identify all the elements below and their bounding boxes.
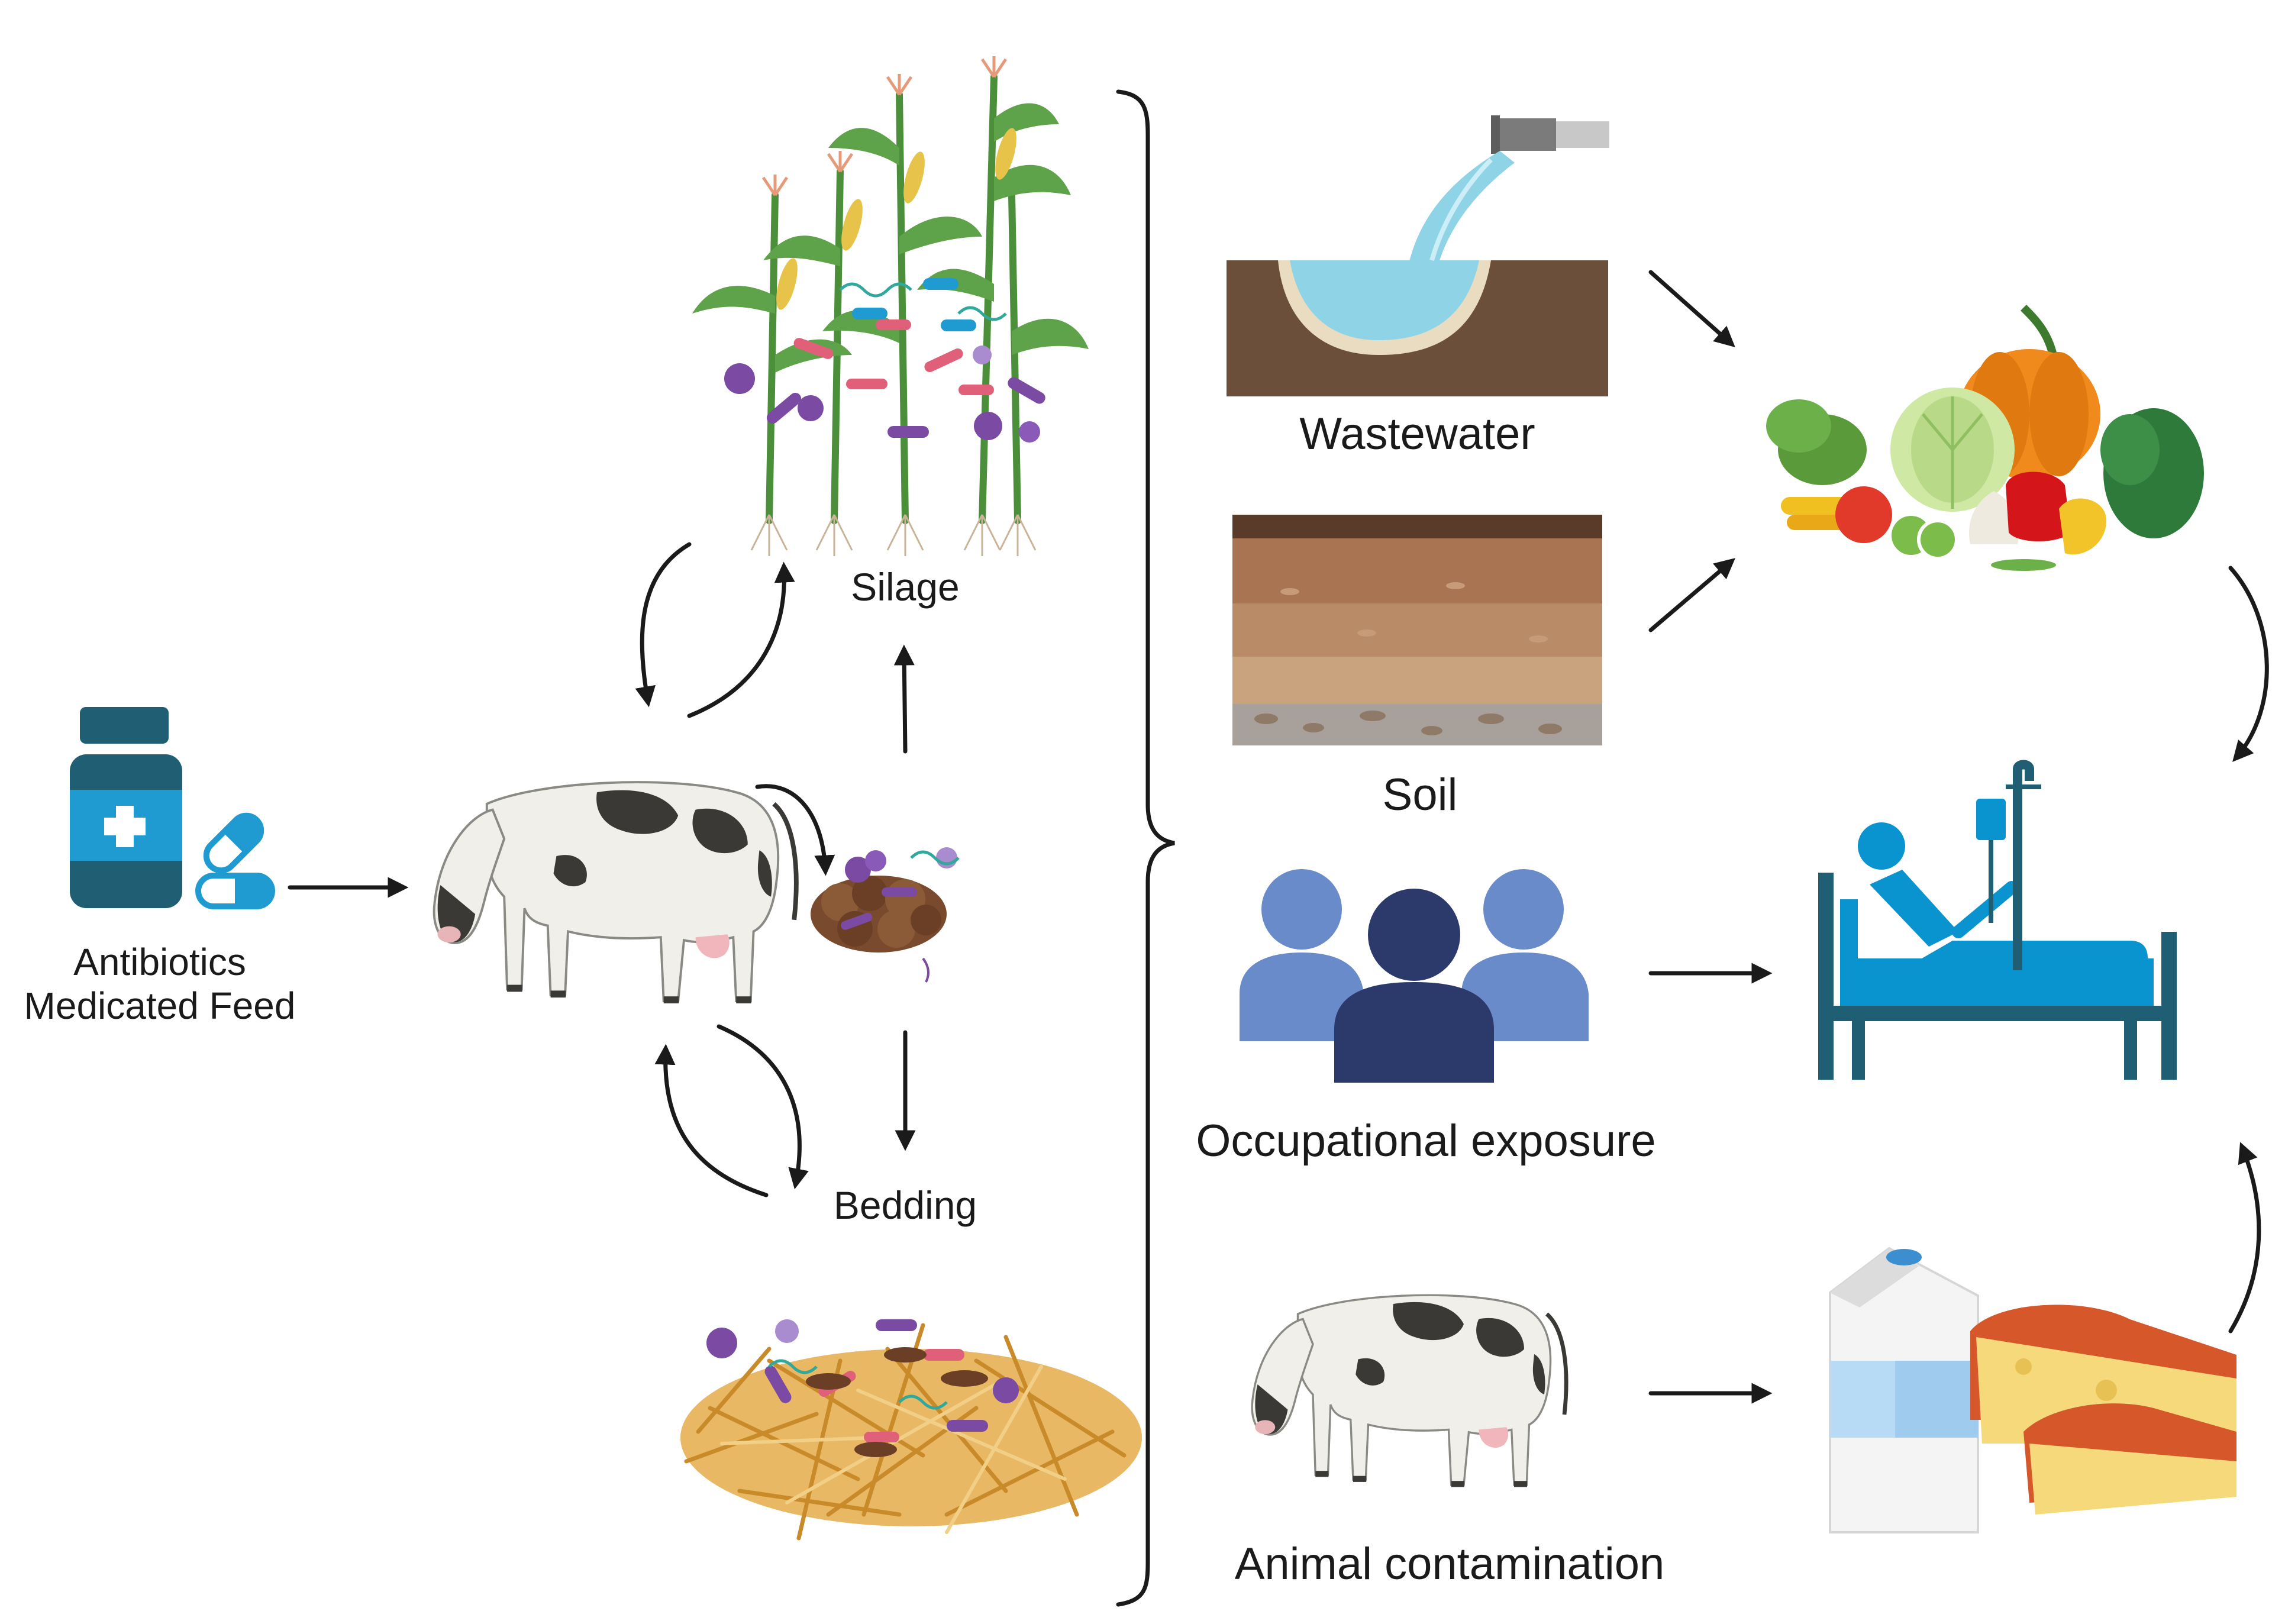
arrow-cow-to-manure	[755, 784, 835, 876]
arrow-cow-to-silage	[687, 561, 795, 718]
vegetables-icon	[1766, 305, 2204, 571]
arrow-up-to-silage	[893, 644, 915, 754]
label-antibiotics-line1: Antibiotics	[73, 941, 246, 983]
label-silage: Silage	[851, 565, 960, 609]
label-animal-contamination: Animal contamination	[1234, 1539, 1665, 1589]
medicine-bottle-icon	[70, 707, 182, 908]
arrow-wastewater-to-vegetables	[1648, 270, 1735, 347]
corn-silage-icon	[692, 56, 1089, 556]
cheese-icon	[1970, 1305, 2236, 1515]
soil-layers-icon	[1232, 515, 1602, 745]
label-bedding: Bedding	[833, 1183, 977, 1227]
label-antibiotics: Antibiotics Medicated Feed	[12, 941, 308, 1028]
arrow-dairy-to-hospital	[2228, 1142, 2261, 1334]
manure-icon	[811, 847, 960, 983]
arrow-vegetables-to-hospital	[2228, 566, 2269, 762]
hospital-bed-icon	[1818, 760, 2177, 1080]
arrow-cow-to-bedding	[717, 1024, 809, 1190]
pill-capsule-icon	[195, 812, 275, 909]
label-wastewater: Wastewater	[1299, 409, 1535, 459]
grouping-brace	[1116, 89, 1175, 1607]
arrows	[288, 270, 2269, 1404]
cow-icon	[434, 782, 796, 1003]
straw-bedding-icon	[680, 1319, 1142, 1541]
arrow-silage-to-cow	[635, 542, 692, 708]
milk-carton-icon	[1829, 1247, 1979, 1533]
people-group-icon	[1240, 869, 1589, 1083]
arrow-soil-to-vegetables	[1648, 558, 1735, 632]
arrow-bedding-to-cow	[654, 1044, 769, 1197]
label-occupational-exposure: Occupational exposure	[1196, 1116, 1656, 1166]
label-antibiotics-line2: Medicated Feed	[24, 984, 296, 1027]
cow-icon	[1252, 1295, 1566, 1487]
label-soil: Soil	[1382, 770, 1458, 820]
wastewater-pipe-icon	[1227, 115, 1609, 396]
